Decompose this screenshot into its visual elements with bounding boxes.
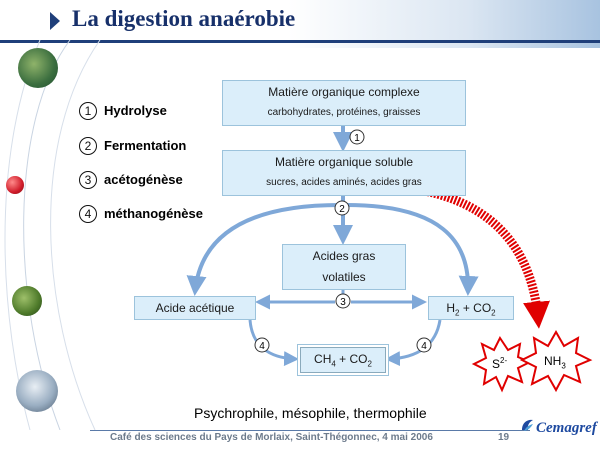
soluble-detail-end: , acides gras [365,177,422,188]
laboratory-photo-icon [16,370,58,412]
acetic-label: Acide acétique [155,301,235,315]
box-methane-co2: CH4 + CO2 [300,347,386,373]
hydrogen-subscript: 2 [455,308,460,318]
chevron-right-icon [50,12,60,30]
header-rule [0,40,600,43]
sulfide-symbol: S [492,357,501,371]
leaf-photo-icon [12,286,42,316]
hydrogen-plus-co: + CO [459,301,492,315]
volatile-line1: Acides gras [312,249,376,263]
hydrogen-formula: H2 + CO2 [429,297,513,324]
soluble-title: Matière organique soluble [274,155,414,169]
hydrogen-symbol: H [446,301,456,315]
box-complex-organic-matter: Matière organique complexe carbohydrates… [222,80,466,126]
marker-step-3: 3 [340,297,346,308]
footer-rule [90,430,530,431]
cemagref-logo-text: Cemagref [536,420,597,436]
curve-acetic-to-methane [248,319,299,367]
soluble-detail-highlight: acides aminés [301,177,366,188]
sulfide-label: S2- [492,356,507,371]
slide-title: La digestion anaérobie [72,6,296,31]
sulfide-charge: 2- [500,356,508,365]
temperature-conditions: Psychrophile, mésophile, thermophile [194,405,427,421]
complex-detail: carbohydrates, protéines, graisses [267,107,421,118]
marker-step-4a: 4 [259,341,265,352]
hydrogen-co2-subscript: 2 [491,308,496,318]
page-number: 19 [498,432,510,443]
arc-to-acetic [186,203,341,296]
ammonia-label: NH3 [544,354,566,370]
marker-step-2: 2 [339,204,345,215]
box-volatile-fatty-acids: Acides gras volatiles [282,244,406,290]
ammonia-symbol: NH [544,354,562,368]
ammonia-subscript: 3 [561,361,566,371]
methane-plus-co: + CO [335,352,368,366]
landscape-photo-icon [18,48,58,88]
arc-to-hydrogen [345,203,479,296]
box-acetic-acid: Acide acétique [134,296,256,320]
methane-formula: CH4 + CO2 [301,348,385,375]
step-label-acetogenese: acétogénèse [104,172,183,187]
methane-subscript: 4 [331,359,336,369]
cemagref-logo-icon [522,419,533,431]
ammonia-burst [519,329,593,393]
box-soluble-organic-matter: Matière organique soluble sucres, acides… [222,150,466,196]
box-hydrogen-co2: H2 + CO2 [428,296,514,320]
curve-hydrogen-to-methane [385,319,442,367]
footer-caption: Café des sciences du Pays de Morlaix, Sa… [110,432,433,443]
step-number-1: 1 [79,102,97,120]
step-number-4: 4 [79,205,97,223]
step-label-fermentation: Fermentation [104,138,187,153]
soluble-detail: sucres, acides aminés, acides gras [223,177,465,188]
step-number-3: 3 [79,171,97,189]
marker-step-4b: 4 [421,341,427,352]
step-label-methanogenese: méthanogénèse [104,206,203,221]
soluble-detail-start: sucres, [266,177,302,188]
methane-symbol: CH [314,352,332,366]
red-sphere-icon [6,176,24,194]
step-label-hydrolyse: Hydrolyse [104,103,167,118]
marker-step-1: 1 [354,133,360,144]
sulfide-burst [471,336,533,393]
volatile-line2: volatiles [322,270,366,284]
methane-co2-subscript: 2 [367,359,372,369]
step-number-2: 2 [79,137,97,155]
complex-title: Matière organique complexe [268,85,420,99]
